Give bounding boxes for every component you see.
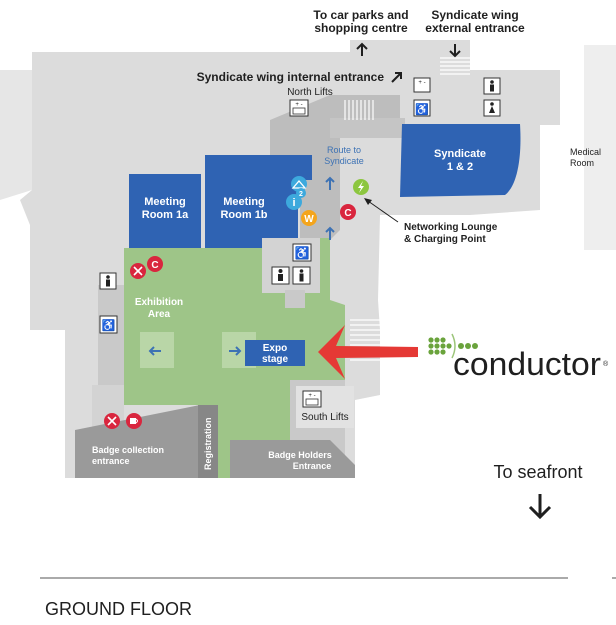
badge-collection-label-line1: Badge collection [92, 445, 164, 455]
expo-pointer-arrow [318, 325, 418, 379]
car-parks-label-line1: To car parks and [313, 8, 408, 22]
exhibition-area-label-line2: Area [148, 309, 171, 320]
svg-text:C: C [151, 260, 158, 271]
north-lift-icon: + - [289, 99, 309, 117]
arrow-down-icon [449, 44, 461, 58]
conductor-logo-dots [428, 337, 478, 355]
meeting-room-1b-label-line1: Meeting [223, 196, 265, 208]
badge-holders-label-line2: Entrance [293, 461, 332, 471]
male-toilet-icon-syndicate [483, 77, 501, 95]
male-toilet-icon-left [99, 272, 117, 290]
svg-text:+ -: + - [295, 102, 302, 108]
route-label-line2: Syndicate [324, 156, 364, 166]
no-food-icon-badge [104, 413, 120, 429]
cafe-icon-exhibition: C [147, 256, 163, 272]
meeting-room-1a-label-line1: Meeting [144, 196, 186, 208]
arrow-left-icon [148, 346, 161, 356]
badge-holders-label-line1: Badge Holders [268, 450, 332, 460]
wifi-icon: W [301, 210, 317, 226]
lift-button-icon: 2 [296, 188, 306, 198]
badge-holders-area [230, 440, 355, 478]
registration-label: Registration [203, 417, 213, 470]
svg-text:♿: ♿ [415, 103, 429, 116]
svg-text:+ -: + - [308, 393, 315, 399]
route-arrow-up-icon-1 [325, 176, 335, 190]
expo-stage-label-line2: stage [262, 354, 289, 365]
badge-collection-label-line2: entrance [92, 456, 130, 466]
svg-text:♿: ♿ [295, 246, 310, 260]
accessible-toilet-icon-syndicate: ♿ [413, 99, 431, 117]
route-arrow-up-icon-2 [325, 226, 335, 240]
info-icon: i [286, 194, 302, 210]
no-food-icon-exhibition [130, 263, 146, 279]
charging-icon [353, 179, 369, 195]
corridor-left-strip [98, 285, 124, 385]
meeting-room-1b [205, 155, 312, 248]
left-wing-edge [0, 70, 32, 200]
conductor-brand-text: conductor [453, 346, 601, 382]
female-toilet-icon-central [292, 266, 311, 285]
syndicate-internal-label: Syndicate wing internal entrance [197, 70, 385, 84]
corridor-syndicate-stub [330, 118, 405, 138]
registration-desk [198, 405, 218, 478]
north-lifts-label: North Lifts [287, 87, 333, 98]
female-toilet-icon-syndicate [483, 99, 501, 117]
svg-text:♿: ♿ [102, 319, 116, 332]
arrow-up-icon [356, 42, 368, 56]
route-label-line1: Route to [327, 145, 361, 155]
south-lifts-label: South Lifts [301, 412, 348, 423]
meeting-room-1a-label-line2: Room 1a [142, 209, 189, 221]
svg-text:W: W [304, 214, 314, 225]
networking-pointer-line [367, 200, 399, 223]
south-lift-icon: + - [302, 390, 322, 408]
networking-pointer-head [364, 198, 372, 205]
meeting-room-1a [129, 174, 201, 248]
syndicate-external-label-line1: Syndicate wing [431, 8, 518, 22]
syndicate-room-label-line2: 1 & 2 [447, 161, 473, 173]
conductor-logo-arc [451, 333, 456, 359]
seafront-label: To seafront [493, 462, 582, 482]
stairs-syndicate-external [440, 57, 470, 75]
cloakroom-icon [291, 176, 307, 192]
right-wing-edge [584, 45, 616, 250]
meeting-room-1b-label-line2: Room 1b [220, 209, 267, 221]
corridor-north [270, 95, 400, 240]
networking-label-line2: & Charging Point [404, 234, 486, 245]
networking-label-line1: Networking Lounge [404, 222, 498, 233]
car-parks-label-line2: shopping centre [314, 21, 408, 35]
expo-stage-label-line1: Expo [263, 343, 287, 354]
coffee-icon-badge [126, 413, 142, 429]
expo-stage [245, 340, 305, 366]
syndicate-lift-icon: + - [413, 77, 431, 93]
baby-change-icon [271, 266, 290, 285]
svg-text:2: 2 [299, 191, 303, 198]
conductor-brand-mark: ® [603, 360, 609, 368]
arrow-northeast-icon [391, 72, 402, 83]
accessible-toilet-icon-left: ♿ [99, 315, 118, 334]
cafe-icon-central: C [340, 204, 356, 220]
medical-room-label-line1: Medical [570, 147, 601, 157]
svg-text:+ -: + - [418, 80, 425, 86]
lift-block [285, 290, 305, 308]
syndicate-room [400, 124, 521, 197]
syndicate-room-label-line1: Syndicate [434, 148, 486, 160]
stairs-north [344, 100, 374, 120]
svg-text:i: i [292, 197, 295, 209]
medical-room-label-line2: Room [570, 158, 594, 168]
accessible-toilet-icon-central: ♿ [292, 243, 312, 262]
exhibition-area-label-line1: Exhibition [135, 297, 183, 308]
syndicate-external-label-line2: external entrance [425, 21, 525, 35]
seafront-arrow-down-icon [528, 494, 552, 520]
svg-text:C: C [344, 208, 351, 219]
arrow-right-icon [229, 346, 242, 356]
floor-title: GROUND FLOOR [45, 599, 192, 619]
